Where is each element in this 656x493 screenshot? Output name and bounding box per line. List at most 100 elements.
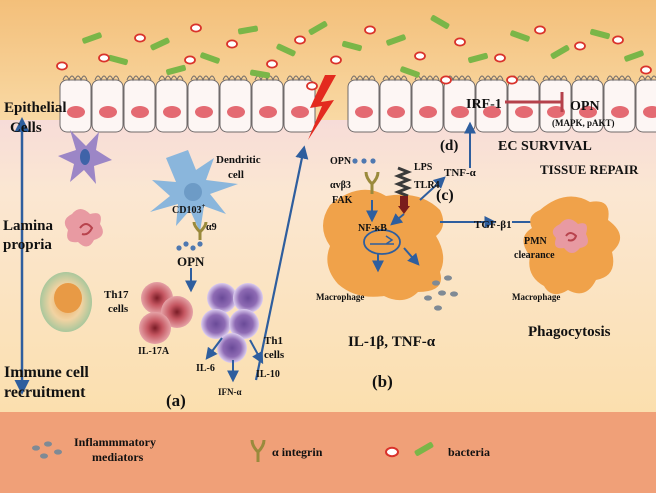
epithelial-cell-nucleus — [611, 106, 629, 118]
microvilli — [638, 75, 656, 82]
epithelial-cell-nucleus — [291, 106, 309, 118]
bacteria-coccus — [534, 25, 546, 35]
microvilli — [222, 75, 248, 82]
bacteria-coccus — [184, 55, 196, 65]
legend-band — [0, 412, 656, 493]
transcription-icon — [370, 235, 394, 245]
immune-label-1: Immune cell — [4, 364, 89, 381]
epithelial-cell — [635, 79, 656, 133]
bacteria-rod — [249, 69, 271, 79]
tgfb1-label: TGF-β1 — [474, 219, 512, 231]
epithelial-cell — [219, 79, 252, 133]
bacteria-coccus — [640, 65, 652, 75]
epithelial-cell-nucleus — [227, 106, 245, 118]
epithelial-cell-nucleus — [131, 106, 149, 118]
bacteria-coccus — [494, 53, 506, 63]
microvilli — [382, 75, 408, 82]
epithelial-cell — [251, 79, 284, 133]
legend-bacteria-icon — [385, 442, 434, 458]
dendritic-label-2: cell — [228, 169, 244, 181]
th1-label-1: Th1 — [264, 335, 283, 347]
integrin-b-icon — [364, 171, 380, 194]
th17-label-2: cells — [108, 303, 129, 315]
bacteria-rod — [550, 45, 570, 59]
tnfa-label: TNF-α — [444, 167, 477, 179]
microvilli — [286, 75, 312, 82]
il10-label: IL-10 — [256, 369, 280, 380]
microvilli — [190, 75, 216, 82]
mediator-dots — [424, 275, 458, 311]
microvilli — [126, 75, 152, 82]
microvilli — [542, 75, 568, 82]
legend-mediators-icon — [32, 441, 62, 459]
opn-a-label: OPN — [177, 254, 205, 269]
dendritic-label-1: Dendritic — [216, 154, 261, 166]
bacteria-coccus — [134, 33, 146, 43]
microvilli — [478, 75, 504, 82]
opn-b-dots — [352, 158, 376, 164]
bacteria-coccus — [506, 75, 518, 85]
tnf-arrow — [419, 176, 446, 201]
epithelial-cell-nucleus — [163, 106, 181, 118]
epithelial-cell-nucleus — [387, 106, 405, 118]
bacteria-coccus — [98, 53, 110, 63]
irf1-label: IRF-1 — [466, 97, 502, 112]
dendritic-cell-nucleus — [184, 183, 202, 201]
fak-label: FAK — [332, 195, 353, 206]
epithelial-cell-nucleus — [99, 106, 117, 118]
legend-integrin-label: α integrin — [272, 445, 323, 459]
legend-bacteria-label: bacteria — [448, 445, 490, 459]
bacteria-coccus — [306, 81, 318, 91]
bacteria-rod — [624, 50, 644, 62]
bacteria-coccus — [190, 23, 202, 33]
barrier-breach-icon — [308, 75, 336, 140]
bacteria-coccus — [364, 25, 376, 35]
mast-cell-icon — [64, 209, 103, 247]
opn-b-label: OPN — [330, 156, 352, 167]
epithelial-cell-nucleus — [579, 106, 597, 118]
opn-dots — [176, 241, 203, 251]
microvilli — [414, 75, 440, 82]
microvilli — [350, 75, 376, 82]
bacteria-rod — [590, 28, 610, 40]
bacteria-rod — [468, 52, 488, 64]
dna-icon — [363, 229, 401, 255]
bacteria-coccus — [612, 35, 624, 45]
bacteria-rod — [166, 64, 186, 76]
epithelial-cell — [379, 79, 412, 133]
epithelial-cell — [187, 79, 220, 133]
microvilli — [94, 75, 120, 82]
phagocytosis-label: Phagocytosis — [528, 324, 611, 340]
bacteria-rod — [510, 30, 530, 42]
epithelial-cell — [155, 79, 188, 133]
il17a-label: IL-17A — [138, 346, 170, 357]
phagocytosed-nucleus — [565, 232, 578, 242]
macrophage-b-icon — [323, 189, 444, 301]
bacteria-rod — [276, 43, 296, 57]
epithelial-cell-nucleus — [515, 106, 533, 118]
bacteria-coccus — [414, 51, 426, 61]
panel-a-label: (a) — [166, 391, 186, 410]
immune-label-2: recruitment — [4, 384, 86, 401]
lamina-label-1: Lamina — [3, 218, 54, 234]
epithelial-cell — [347, 79, 380, 133]
bacteria-rod — [237, 25, 259, 35]
opn-d-label: OPN — [570, 99, 600, 114]
bacteria-rod — [108, 54, 128, 66]
il6-label: IL-6 — [196, 363, 215, 374]
bacteria-rod — [342, 40, 362, 52]
bacteria-coccus — [266, 59, 278, 69]
bacteria-rod — [308, 21, 328, 35]
microvilli — [158, 75, 184, 82]
a9-label: α9 — [206, 222, 217, 233]
mast-cell-nucleus — [79, 223, 94, 236]
th17-label-1: Th17 — [104, 289, 129, 301]
th17-cells-icon — [139, 282, 193, 344]
cd103-text: CD103 — [172, 205, 201, 216]
legend-mediators-label-1: Inflammmatory — [74, 435, 156, 449]
microvilli — [446, 75, 472, 82]
epithelial-cell-nucleus — [195, 106, 213, 118]
microvilli — [606, 75, 632, 82]
epithelial-cell-nucleus — [67, 106, 85, 118]
